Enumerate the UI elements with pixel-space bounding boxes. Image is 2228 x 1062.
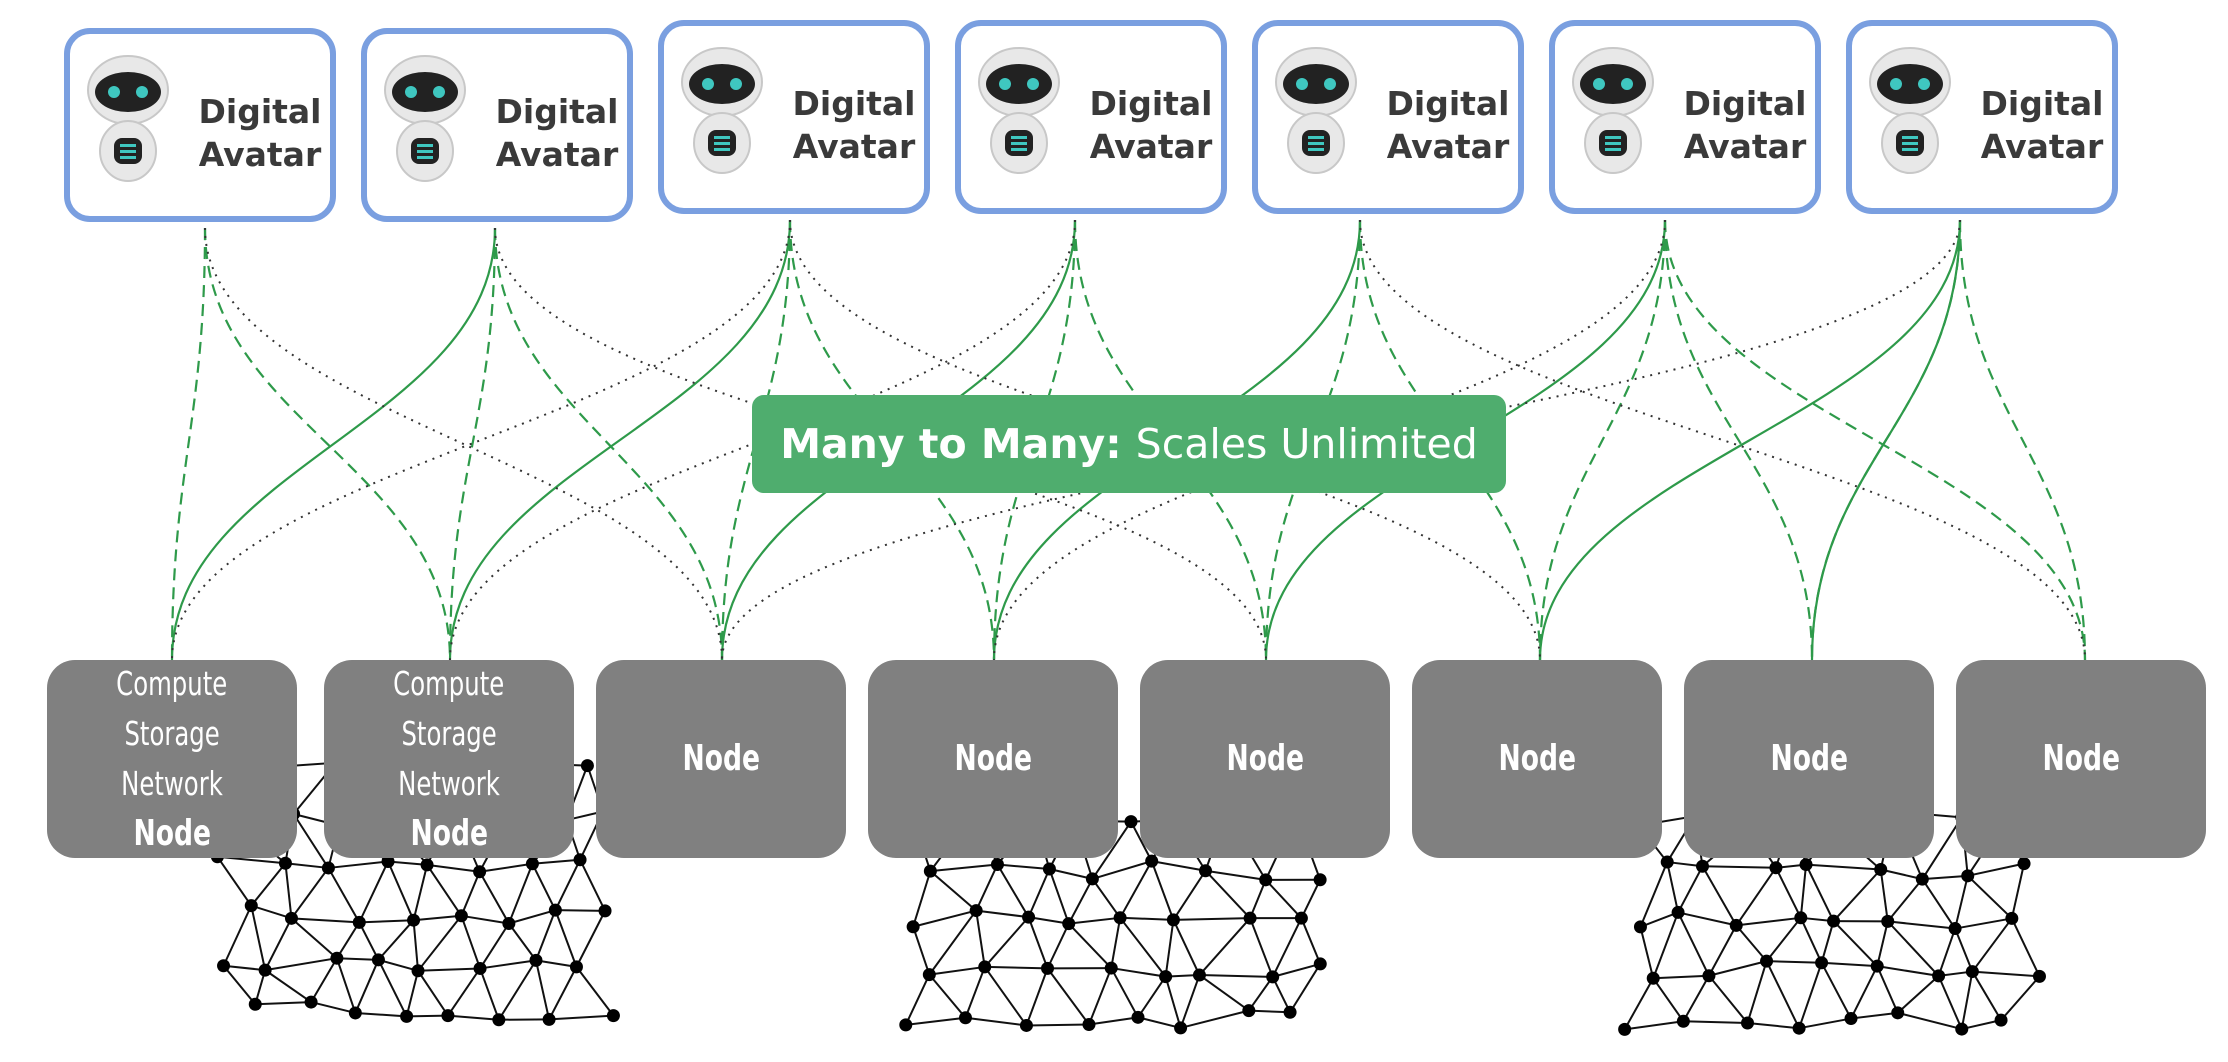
node-line-compute: Compute xyxy=(116,664,228,703)
node-title: Node xyxy=(2042,738,2120,779)
node-title: Node xyxy=(1498,738,1576,779)
node-line-network: Network xyxy=(121,764,223,803)
connection-line xyxy=(1538,219,1962,661)
connection-line xyxy=(789,219,1541,661)
node-line-network: Network xyxy=(398,764,500,803)
robot-icon xyxy=(1869,47,1951,174)
node-line-storage: Storage xyxy=(124,714,220,753)
robot-icon xyxy=(978,47,1060,174)
compute-storage-network-node: Compute Storage Network Node xyxy=(47,660,297,858)
robot-icon xyxy=(384,55,466,182)
connection-line xyxy=(1958,219,2087,661)
node-box: Node xyxy=(1956,660,2206,858)
node-box: Node xyxy=(596,660,846,858)
node-box: Node xyxy=(1412,660,1662,858)
robot-icon xyxy=(87,55,169,182)
connection-line xyxy=(1538,219,1667,661)
compute-storage-network-node: Compute Storage Network Node xyxy=(324,660,574,858)
connection-line xyxy=(493,227,724,661)
robot-icon xyxy=(1275,47,1357,174)
banner-title: Many to Many: xyxy=(780,420,1122,468)
connection-line xyxy=(1663,219,1814,661)
network-mesh-icon xyxy=(1618,805,2046,1036)
connection-line xyxy=(170,227,207,661)
robot-icon xyxy=(681,47,763,174)
connection-line xyxy=(1663,219,2087,661)
node-title: Node xyxy=(954,738,1032,779)
connection-line xyxy=(1810,219,1962,661)
node-title: Node xyxy=(1226,738,1304,779)
connection-line xyxy=(171,219,791,661)
node-title: Node xyxy=(1770,738,1848,779)
node-line-compute: Compute xyxy=(393,664,505,703)
connection-line xyxy=(203,227,452,661)
node-line-storage: Storage xyxy=(401,714,497,753)
connection-line xyxy=(204,227,723,661)
node-box: Node xyxy=(1140,660,1390,858)
connection-line xyxy=(170,227,497,661)
robot-icon xyxy=(1572,47,1654,174)
many-to-many-banner: Many to Many: Scales Unlimited xyxy=(752,395,1506,493)
banner-subtitle: Scales Unlimited xyxy=(1135,420,1478,468)
node-box: Node xyxy=(868,660,1118,858)
node-title: Node xyxy=(682,738,760,779)
node-title: Node xyxy=(133,813,211,854)
node-box: Node xyxy=(1684,660,1934,858)
node-title: Node xyxy=(410,813,488,854)
connection-line xyxy=(448,219,792,661)
connection-line xyxy=(448,227,497,661)
connection-line xyxy=(1358,219,1542,661)
